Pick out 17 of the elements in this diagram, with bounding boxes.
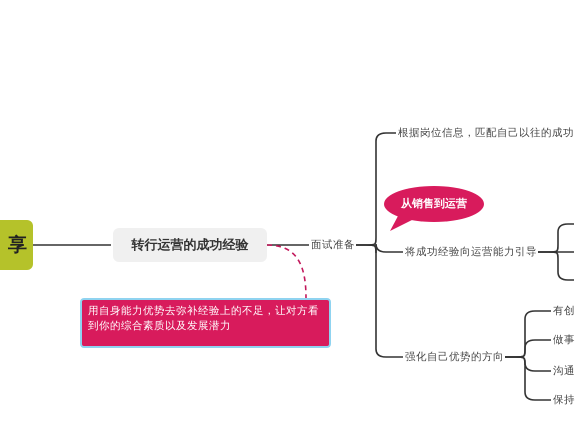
topic-box: 转行运营的成功经验 [113, 228, 267, 262]
branch-line [33, 244, 111, 246]
topic-label: 保持 [553, 391, 576, 409]
root-topic-box: 享 [0, 220, 33, 270]
branch-line [538, 251, 574, 281]
dashed-connector [266, 244, 307, 298]
branch-line [267, 244, 309, 246]
callout-box: 用自身能力优势去弥补经验上的不足，让对方看到你的综合素质以及发展潜力 [80, 298, 331, 348]
branch-line [505, 356, 551, 401]
topic-label: 做事 [553, 331, 576, 349]
topic-label: 根据岗位信息，匹配自己以往的成功 [398, 124, 576, 142]
topic-label: 有创 [553, 302, 576, 320]
topic-label: 沟通 [553, 362, 576, 380]
branch-line [356, 244, 403, 358]
topic-label: 强化自己优势的方向 [405, 348, 505, 366]
topic-label: 面试准备 [311, 236, 356, 254]
topic-label: 将成功经验向运营能力引导 [405, 243, 538, 261]
